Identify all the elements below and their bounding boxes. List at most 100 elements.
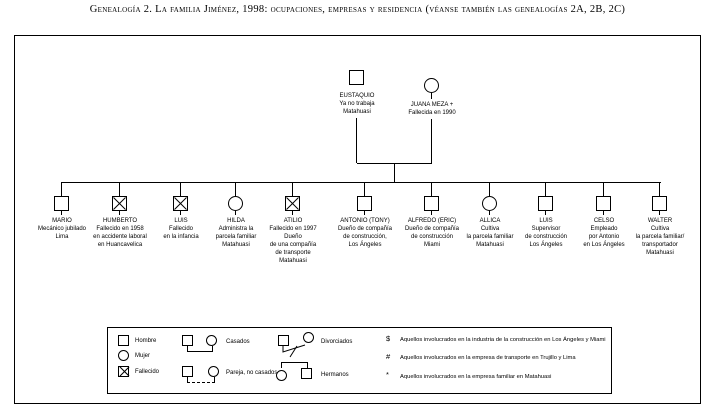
person-description-line: Los Ángeles [529,242,563,248]
sibling-line [62,182,661,183]
person-name: LUIS [174,218,188,224]
female-symbol-icon [276,370,287,381]
annotation-text: Aquellos involucrados en la empresa de t… [400,355,576,361]
person-description-line: Fallecido en 1997 [269,226,317,232]
male-symbol-icon [652,196,667,211]
legend-label: Mujer [135,353,151,359]
person-description-line: Lima [55,234,69,240]
female-symbol-icon [208,366,219,377]
child-tick-line [180,211,181,215]
person-description-line: Dueño de compañía [337,226,393,232]
person-description-line: Cultiva [650,226,670,232]
child-stem-line [235,182,236,196]
female-symbol-icon [118,350,129,361]
person-description-line: parcela familiar [215,234,257,240]
female-symbol-icon [303,332,314,343]
child-tick-line [61,211,62,215]
legend-label: Hombre [135,338,157,344]
legend-label: Divorciados [321,339,353,345]
person-name: ANTONIO (TONY) [340,218,390,224]
person-description-line: Matahuasi [343,109,371,115]
person-description-line: Mecánico jubilado [37,226,87,232]
dollar-annotation-icon: $ [386,334,391,343]
person-description-line: en Los Ángeles [583,242,625,248]
person-name: ATILIO [283,218,303,224]
asterisk-annotation-icon: * [386,370,389,379]
person-description-line: Matahuasi [476,242,504,248]
child-stem-line [489,182,490,196]
person-name: HILDA [227,218,245,224]
person-description-line: en Huancavelica [97,242,143,248]
diagram-border [14,35,701,404]
deceased-symbol-icon [173,196,188,211]
male-symbol-icon [301,368,312,379]
child-stem-line [431,182,432,196]
child-tick-line [364,211,365,215]
hash-annotation-icon: # [386,352,391,361]
female-symbol-icon [424,78,439,93]
person-description: Dueño de compañía de construcción, Los Áng… [330,225,400,249]
person-description-line: de una compañía [269,242,317,248]
legend-label: Fallecido [135,369,160,375]
parent-stem-line [356,118,357,163]
person-description-line: de construcción, [343,234,387,240]
married-connector-icon [187,346,213,352]
male-symbol-icon [357,196,372,211]
child-tick-line [431,211,432,215]
female-symbol-icon [206,335,217,346]
person-description-line: Supervisor [531,226,561,232]
child-stem-line [292,182,293,196]
descent-line [394,163,395,182]
parent-stem-line [431,119,432,163]
child-stem-line [61,182,62,196]
male-symbol-icon [182,335,193,346]
person-name: WALTER [647,218,673,224]
person-description-line: Fallecido en 1958 [96,226,144,232]
person-description-line: Cultiva [480,226,500,232]
child-tick-line [489,211,490,215]
child-stem-line [180,182,181,196]
person-name: JUANA MEZA + [410,102,454,108]
child-stem-line [119,182,120,196]
person-description-line: Matahuasi [646,250,674,256]
person-description-line: la parcela familiar [466,234,514,240]
person-name: HUMBERTO [102,218,138,224]
child-tick-line [545,211,546,215]
child-tick-line [119,211,120,215]
person-description-line: Dueño de compañía [404,226,460,232]
person-description-line: Fallecido [168,226,193,232]
person-description-line: Fallecida en 1990 [408,110,456,116]
legend-box: Hombre Mujer Fallecido Casados Pareja, n… [107,327,612,394]
annotation-text: Aquellos involucrados en la industria de… [400,337,606,343]
person-description: Ya no trabaja Matahuasi [322,100,392,116]
divorce-connector-icon [282,344,306,358]
person-description-line: Dueño [284,234,302,240]
person-description-line: por Antonio [588,234,620,240]
person-description-line: Matahuasi [222,242,250,248]
child-stem-line [364,182,365,196]
legend-label: Hermanos [321,372,349,378]
page-title: Genealogía 2. La familia Jiménez, 1998: … [89,4,626,15]
legend-label: Pareja, no casados [226,370,278,376]
person-description-line: Los Ángeles [348,242,382,248]
child-tick-line [659,211,660,215]
person-name: CELSO [593,218,615,224]
male-symbol-icon [424,196,439,211]
child-tick-line [292,211,293,215]
deceased-symbol-icon [118,366,129,377]
person-description-line: de transporte [275,250,311,256]
male-symbol-icon [182,366,193,377]
person-description-line: Miami [424,242,440,248]
male-symbol-icon [538,196,553,211]
person-description-line: Administra la [218,226,254,232]
person-description-line: Matahuasi [279,258,307,264]
deceased-symbol-icon [112,196,127,211]
